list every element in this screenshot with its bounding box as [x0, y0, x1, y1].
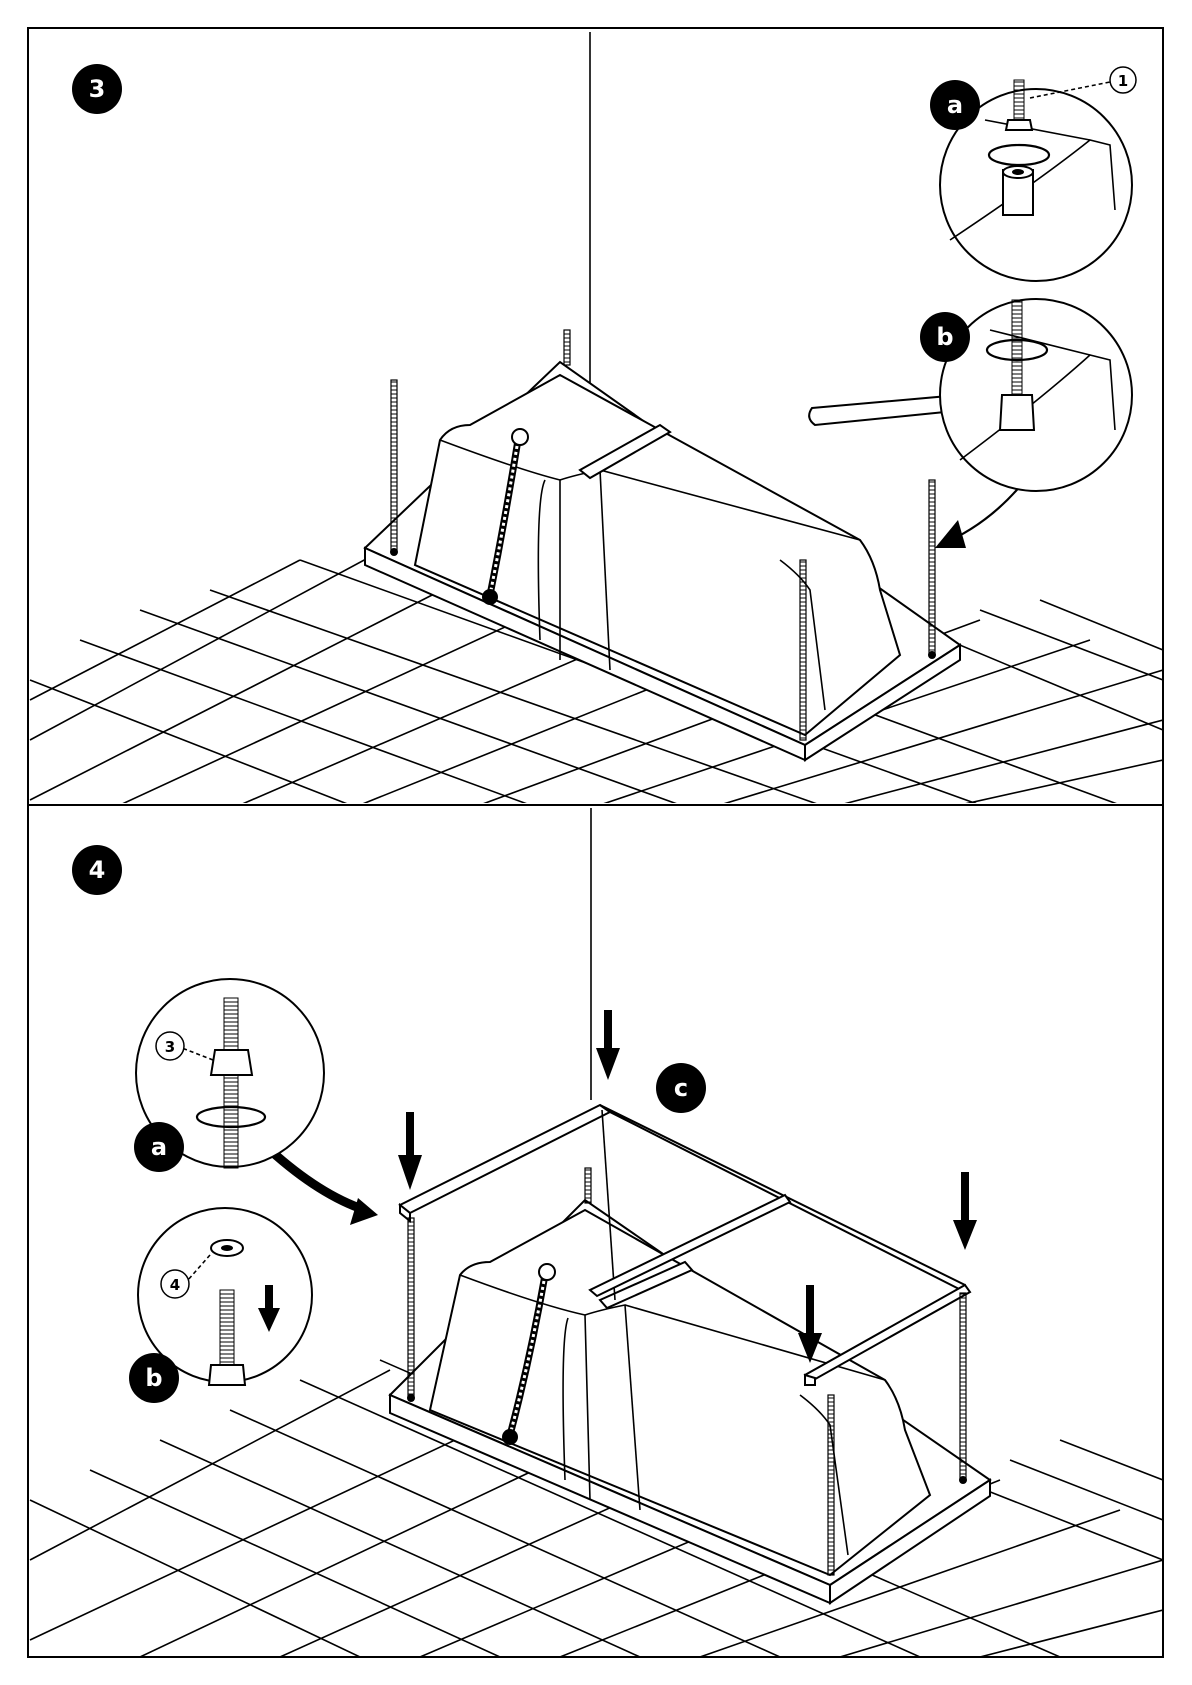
panel-step-4: 4 3 a 4 b c	[28, 805, 1163, 1657]
callout-4: 4	[170, 1276, 180, 1294]
detail-letter-4a: a	[151, 1133, 167, 1161]
detail-3b	[940, 299, 1132, 491]
callout-3: 3	[165, 1038, 175, 1056]
detail-letter-4b: b	[145, 1364, 162, 1392]
panel-step-3: 3 1 a b	[28, 28, 1163, 805]
detail-letter-3b: b	[936, 323, 953, 351]
callout-1: 1	[1118, 72, 1128, 90]
step-number-4: 4	[89, 856, 106, 884]
detail-letter-3a: a	[947, 91, 963, 119]
step-number-3: 3	[89, 75, 106, 103]
detail-letter-4c: c	[674, 1074, 688, 1102]
